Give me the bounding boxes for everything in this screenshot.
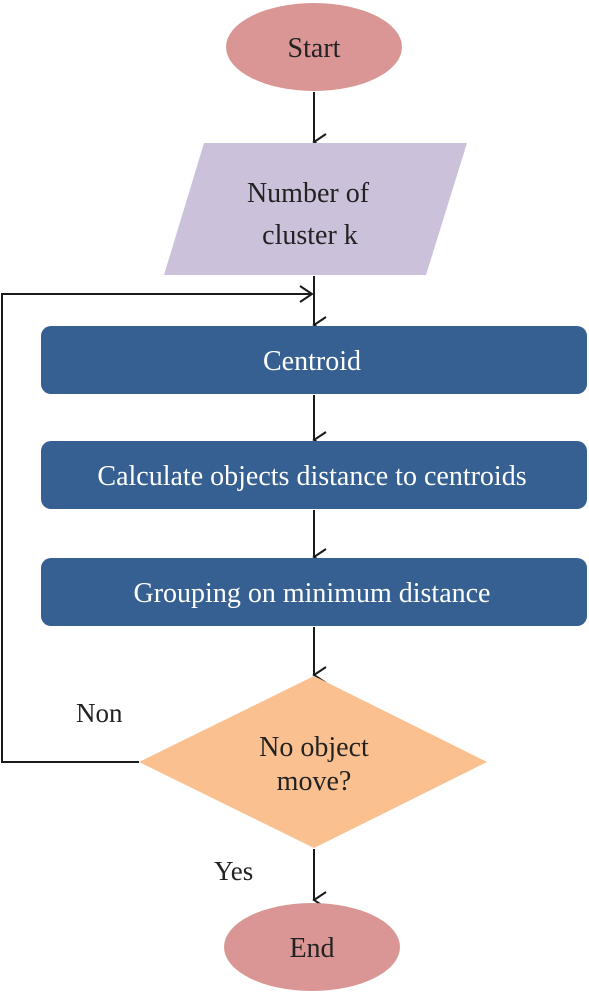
- decision-label-line1: No object: [259, 732, 369, 763]
- yes-edge-label: Yes: [214, 856, 253, 886]
- start-shape: [226, 3, 402, 91]
- edge-decision-loop-back: [1, 285, 314, 763]
- decision-node: No object move?: [139, 676, 487, 848]
- centroid-label: Centroid: [263, 346, 361, 377]
- distance-shape: [41, 441, 587, 509]
- input-node: Number of cluster k: [164, 143, 467, 275]
- distance-label: Calculate objects distance to centroids: [97, 461, 526, 492]
- centroid-node: Centroid: [41, 326, 587, 394]
- centroid-shape: [41, 326, 587, 394]
- end-node: End: [224, 903, 400, 991]
- decision-label-line2: move?: [277, 766, 352, 797]
- input-shape: [164, 143, 467, 275]
- start-node: Start: [226, 3, 402, 91]
- input-label-line2: cluster k: [262, 220, 358, 251]
- end-label: End: [289, 933, 334, 964]
- grouping-shape: [41, 558, 587, 626]
- decision-shape: [139, 676, 487, 848]
- input-label-line1: Number of: [247, 178, 370, 209]
- distance-node: Calculate objects distance to centroids: [41, 441, 587, 509]
- end-shape: [224, 903, 400, 991]
- no-edge-label: Non: [76, 698, 123, 728]
- grouping-label: Grouping on minimum distance: [134, 578, 491, 609]
- grouping-node: Grouping on minimum distance: [41, 558, 587, 626]
- start-label: Start: [288, 33, 341, 64]
